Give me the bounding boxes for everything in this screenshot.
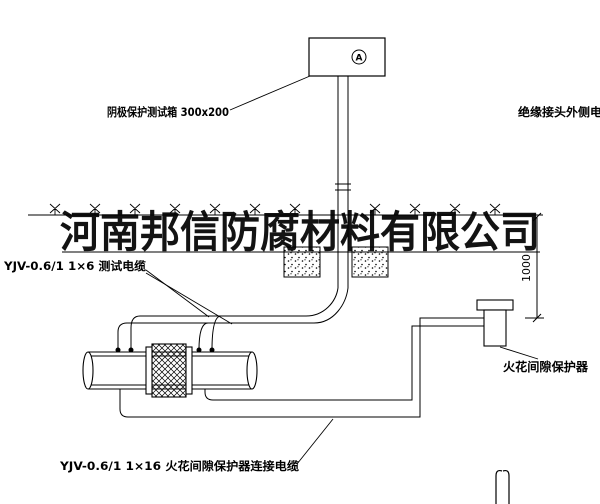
label-spark-protector: 火花间隙保护器 — [503, 359, 589, 374]
dimension-text: 1000 — [520, 254, 533, 282]
label-outer-cable: 绝缘接头外侧电缆 — [518, 105, 600, 119]
leader-lines — [145, 75, 539, 465]
pipeline — [82, 343, 258, 398]
ammeter-symbol — [351, 49, 367, 65]
spark-gap-protector — [476, 299, 514, 347]
joint-flange-right — [185, 346, 193, 395]
label-test-box: 阴极保护测试箱 300x200 — [107, 105, 229, 119]
ammeter-letter: A — [356, 54, 363, 64]
test-box — [308, 37, 386, 77]
label-spark-cable: YJV-0.6/1 1×16 火花间隙保护器连接电缆 — [59, 459, 300, 473]
insulating-joint — [151, 343, 187, 398]
leader-test-cable-2 — [145, 272, 233, 325]
leader-spark-cable — [296, 418, 334, 465]
dimension-1000 — [525, 212, 544, 323]
pipe-end-cap-right — [246, 351, 258, 390]
leader-test-cable-1 — [145, 269, 210, 318]
pipe-riser-symbol — [495, 469, 510, 504]
watermark-text: 河南邦信防腐材料有限公司 — [60, 208, 540, 258]
pipe-end-cap-left — [82, 351, 94, 390]
ground-line — [28, 203, 543, 216]
protector-cable-run — [119, 317, 484, 418]
ground-symbols — [49, 203, 501, 215]
leader-test-box — [229, 75, 311, 111]
conduit — [335, 76, 351, 288]
leader-protector — [499, 346, 539, 360]
test-cable-run — [117, 287, 349, 351]
joint-flange-left — [145, 346, 153, 395]
watermark: 河南邦信防腐材料有限公司 — [60, 208, 540, 258]
label-test-cable: YJV-0.6/1 1×6 测试电缆 — [3, 259, 147, 273]
cable-terminals — [115, 347, 215, 353]
